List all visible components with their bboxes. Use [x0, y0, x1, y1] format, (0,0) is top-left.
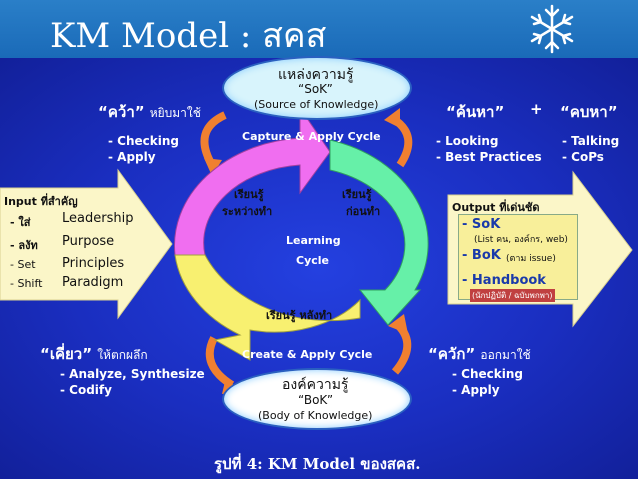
top-left-sub: หยิบมาใช้	[149, 106, 201, 120]
input-row-1-en: Leadership	[62, 211, 134, 226]
bok-ellipse	[222, 368, 412, 430]
figure-caption: รูปที่ 4: KM Model ของสคส.	[214, 455, 421, 473]
bottom-left-sub: ให้ตกผลึก	[97, 348, 148, 362]
output-bok: - BoK	[462, 248, 501, 263]
output-sok: - SoK	[462, 217, 501, 232]
capture-cycle-label: Capture & Apply Cycle	[242, 130, 381, 143]
learning-label: Learning	[286, 234, 341, 247]
sok-label: “SoK”	[298, 82, 333, 96]
bok-label: “BoK”	[298, 393, 334, 407]
bok-subtitle: (Body of Knowledge)	[258, 409, 373, 422]
sok-title: แหล่งความรู้	[278, 67, 354, 83]
arc-label-after: เรียนรู้ หลังทำ	[266, 309, 333, 322]
output-handbook-sub: (นักปฏิบัติ / ฉบับพกพา)	[470, 289, 555, 302]
arc-label-before-1: เรียนรู้	[342, 188, 372, 201]
input-heading: Input ที่สำคัญ	[4, 195, 78, 208]
top-left-item-1: - Checking	[108, 134, 179, 148]
input-arrow	[0, 168, 173, 320]
cycle-arc-yellow	[174, 254, 361, 361]
input-row-3-en: Principles	[62, 256, 125, 271]
input-row-1-th: - ใส่	[10, 216, 31, 229]
output-handbook: - Handbook	[462, 273, 546, 288]
output-content-box	[458, 214, 578, 300]
bottom-left-block: “เคี่ยว” ให้ตกผลึก	[40, 342, 148, 366]
top-left-block: “คว้า” หยิบมาใช้	[98, 100, 201, 124]
input-row-2-th: - ลงัท	[10, 239, 38, 252]
bottom-right-item-1: - Checking	[452, 367, 523, 381]
arc-label-between-2: ระหว่างทำ	[222, 205, 273, 218]
input-row-2-en: Purpose	[62, 234, 115, 249]
bottom-left-item-1: - Analyze, Synthesize	[60, 367, 205, 381]
snowflake-icon	[530, 4, 574, 54]
cycle-arc-pink	[174, 106, 331, 256]
sok-ellipse	[222, 56, 412, 120]
top-right-heading-2: “คบหา”	[560, 103, 618, 121]
input-row-4-en: Paradigm	[62, 275, 124, 290]
output-heading: Output ที่เด่นชัด	[452, 201, 540, 214]
bok-title: องค์ความรู้	[282, 377, 349, 393]
top-right-heading-1: “ค้นหา”	[446, 103, 505, 121]
top-right-col2-item-2: - CoPs	[562, 150, 604, 164]
output-sok-sub: (List คน, องค์กร, web)	[474, 235, 568, 245]
top-left-heading: “คว้า”	[98, 103, 145, 121]
arc-label-between-1: เรียนรู้	[234, 188, 264, 201]
bottom-right-block: “ควัก” ออกมาใช้	[428, 342, 531, 366]
left-top-connector-arrow	[200, 111, 227, 167]
bottom-right-sub: ออกมาใช้	[480, 348, 531, 362]
top-right-col1-item-2: - Best Practices	[436, 150, 542, 164]
top-right-plus: +	[530, 100, 543, 118]
input-row-4-th: - Shift	[10, 277, 43, 290]
page-title: KM Model : สคส	[50, 16, 327, 56]
top-right-col1-item-1: - Looking	[436, 134, 499, 148]
bottom-right-item-2: - Apply	[452, 383, 500, 397]
bottom-left-item-2: - Codify	[60, 383, 112, 397]
cycle-arc-green	[329, 139, 429, 326]
top-right-col2-item-1: - Talking	[562, 134, 620, 148]
sok-subtitle: (Source of Knowledge)	[254, 98, 379, 111]
top-left-item-2: - Apply	[108, 150, 156, 164]
bottom-left-heading: “เคี่ยว”	[40, 345, 93, 363]
create-cycle-label: Create & Apply Cycle	[242, 348, 373, 361]
title-bar: KM Model : สคส	[0, 0, 638, 58]
arc-label-before-2: ก่อนทำ	[346, 205, 381, 218]
output-bok-sub: (ตาม issue)	[506, 254, 556, 264]
input-row-3-th: - Set	[10, 258, 36, 271]
cycle-label: Cycle	[296, 254, 329, 267]
bottom-right-heading: “ควัก”	[428, 345, 476, 363]
